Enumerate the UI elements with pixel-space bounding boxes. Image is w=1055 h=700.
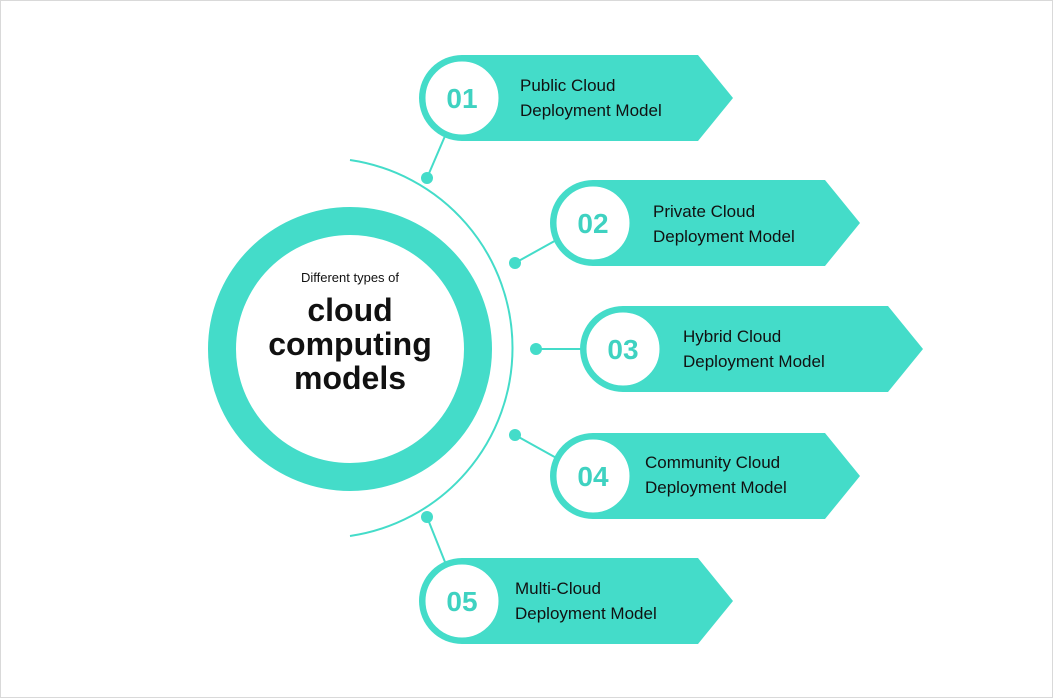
- item-badge-03: [583, 309, 663, 389]
- item-label-02-line-1: Private Cloud: [653, 202, 756, 221]
- item-label-03: Hybrid Cloud Deployment Model: [683, 324, 825, 374]
- item-banner-04: [550, 433, 860, 519]
- center-title-line-1: cloud: [307, 292, 393, 328]
- connector-line-04: [514, 434, 561, 461]
- item-label-02: Private Cloud Deployment Model: [653, 199, 795, 249]
- item-label-01-line-2: Deployment Model: [520, 101, 662, 120]
- item-number-01: 01: [446, 83, 478, 114]
- item-banner-05: [419, 558, 733, 644]
- item-badge-05: [422, 561, 502, 641]
- item-label-04-line-2: Deployment Model: [645, 478, 787, 497]
- item-badge-04: [553, 436, 633, 516]
- item-label-05-line-2: Deployment Model: [515, 604, 657, 623]
- connector-line-05: [426, 516, 446, 563]
- item-label-03-line-1: Hybrid Cloud: [683, 327, 782, 346]
- item-number-04: 04: [577, 461, 609, 492]
- item-label-03-line-2: Deployment Model: [683, 352, 825, 371]
- connector-dot-05: [421, 511, 433, 523]
- connector-arc: [349, 159, 514, 537]
- item-banner-03: [580, 306, 923, 392]
- connector-dot-03: [530, 343, 542, 355]
- item-label-01-line-1: Public Cloud: [520, 76, 616, 95]
- item-number-03: 03: [607, 334, 639, 365]
- item-badge-01: [422, 58, 502, 138]
- item-number-02: 02: [577, 208, 609, 239]
- item-label-02-line-2: Deployment Model: [653, 227, 795, 246]
- item-label-04-line-1: Community Cloud: [645, 453, 781, 472]
- center-title-line-2: computing: [268, 326, 432, 362]
- center-ring: [208, 207, 492, 491]
- connector-dot-02: [509, 257, 521, 269]
- item-banner-01: [419, 55, 733, 141]
- item-label-04: Community Cloud Deployment Model: [645, 450, 787, 500]
- item-label-05-line-1: Multi-Cloud: [515, 579, 601, 598]
- connector-line-01: [426, 135, 446, 179]
- connector-dot-04: [509, 429, 521, 441]
- center-title-line-3: models: [293, 360, 407, 396]
- center-subtitle: Different types of: [300, 270, 400, 285]
- connector-dot-01: [421, 172, 433, 184]
- item-number-05: 05: [446, 586, 478, 617]
- item-banner-02: [550, 180, 860, 266]
- item-label-01: Public Cloud Deployment Model: [520, 73, 662, 123]
- center-title-block: Different types of cloud computing model…: [240, 270, 460, 395]
- connector-line-02: [514, 237, 561, 264]
- item-label-05: Multi-Cloud Deployment Model: [515, 576, 657, 626]
- item-badge-02: [553, 183, 633, 263]
